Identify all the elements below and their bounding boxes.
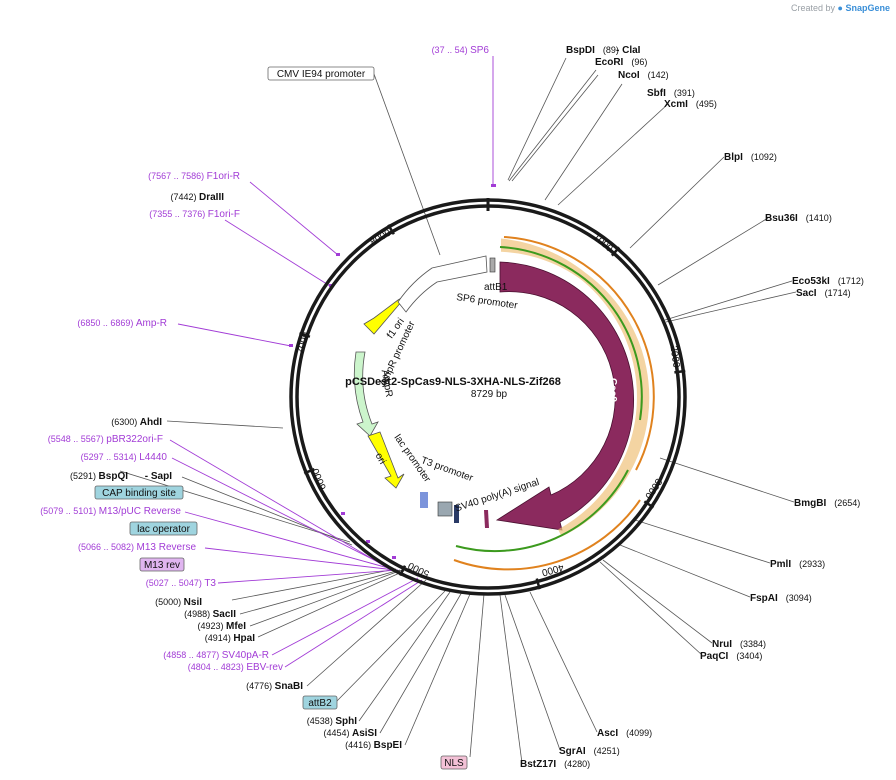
site-label-nsii[interactable]: (5000) NsiI [155, 597, 202, 608]
site-label-bsu36i[interactable]: Bsu36I(1410) [765, 213, 832, 224]
ampr-feature [353, 351, 379, 437]
site-label-bstz17i[interactable]: BstZ17I(4280) [520, 759, 590, 770]
site-label-asci[interactable]: AscI(4099) [597, 728, 652, 739]
credit-brand: SnapGene [845, 3, 890, 13]
site-label-sapi[interactable]: - SapI [145, 471, 172, 482]
site-label-bspqi[interactable]: (5291) BspQI [70, 471, 128, 482]
cmv-promoter-feature [397, 255, 488, 313]
site-label-eco53ki[interactable]: Eco53kI(1712) [792, 276, 864, 287]
tick-label-8000: 8000 [368, 227, 393, 248]
attb2-feature [437, 501, 453, 517]
feature-box-label-m13rev: M13 rev [144, 560, 180, 571]
site-label-draiii[interactable]: (7442) DraIII [170, 192, 224, 203]
feature-label-attB1: attB1 [484, 282, 508, 293]
orf-green-arc-1 [499, 246, 643, 421]
feature-label-ori: ori [373, 451, 388, 466]
primer-lines [169, 56, 494, 668]
site-label-blpi[interactable]: BlpI(1092) [724, 152, 777, 163]
feature-box-lacoperator[interactable] [129, 521, 198, 536]
site-label-clai[interactable]: - ClaI [616, 45, 641, 56]
feature-box-nls[interactable] [440, 755, 468, 770]
tick-7000 [299, 332, 311, 338]
site-label-asisi[interactable]: (4454) AsiSI [323, 728, 377, 739]
feature-box-label-attb2: attB2 [308, 698, 332, 709]
feature-box-m13rev[interactable] [139, 557, 185, 572]
site-label-bspdi[interactable]: BspDI(89) [566, 45, 619, 56]
feature-box-attb2[interactable] [302, 695, 338, 710]
tick-1000 [610, 246, 621, 257]
ori-feature [367, 431, 405, 489]
feature-box-label-nls: NLS [444, 758, 464, 769]
primer-label-t3[interactable]: (5027 .. 5047) T3 [146, 578, 217, 589]
tick-label-2000: 2000 [668, 345, 682, 369]
primer-label-f1orir[interactable]: (7567 .. 7586) F1ori-R [148, 171, 240, 182]
primer-label-m13reverse[interactable]: (5066 .. 5082) M13 Reverse [78, 542, 196, 553]
primer-label-sv40par[interactable]: (4858 .. 4877) SV40pA-R [163, 650, 269, 661]
orf-orange-arc-1 [503, 236, 655, 471]
lac-cluster-feature [420, 492, 428, 508]
tick-4000 [535, 578, 541, 590]
site-label-bmgbi[interactable]: BmgBI(2654) [794, 498, 860, 509]
site-label-pmli[interactable]: PmlI(2933) [770, 559, 825, 570]
primer-label-ampr[interactable]: (6850 .. 6869) Amp-R [77, 318, 167, 329]
site-label-mfei[interactable]: (4923) MfeI [197, 621, 246, 632]
site-label-fspai[interactable]: FspAI(3094) [750, 593, 812, 604]
primer-label-m13pucreverse[interactable]: (5079 .. 5101) M13/pUC Reverse [40, 506, 181, 517]
orf-orange-arc-2 [453, 499, 641, 571]
feature-label-sp6-promoter: SP6 promoter [456, 292, 519, 312]
cas9-feature [495, 261, 635, 531]
site-label-bspei[interactable]: (4416) BspEI [345, 740, 402, 751]
site-label-sphi[interactable]: (4538) SphI [307, 716, 357, 727]
site-label-snabi[interactable]: (4776) SnaBI [246, 681, 303, 692]
primer-label-sp6[interactable]: (37 .. 54) SP6 [432, 45, 490, 56]
snapgene-credit: Created by ● SnapGene [791, 3, 890, 13]
nls-feature [484, 510, 489, 528]
site-label-saci[interactable]: SacI(1714) [796, 288, 851, 299]
site-label-sbfi[interactable]: SbfI(391) [647, 88, 695, 99]
feature-box-label-capbindingsite: CAP binding site [102, 488, 176, 499]
site-label-ecori[interactable]: EcoRI(96) [595, 57, 647, 68]
feature-box-label-lacoperator: lac operator [137, 524, 190, 535]
tick-6000 [303, 467, 315, 475]
tick-3000 [643, 500, 655, 509]
orf-green-arc-2 [455, 469, 629, 553]
site-label-nrui[interactable]: NruI(3384) [712, 639, 766, 650]
site-label-sgrai[interactable]: SgrAI(4251) [559, 746, 620, 757]
site-label-paqci[interactable]: PaqCI(3404) [700, 651, 762, 662]
site-label-ahdi[interactable]: (6300) AhdI [111, 417, 162, 428]
plasmid-name: pCSDest2-SpCas9-NLS-3XHA-NLS-Zif268 [345, 376, 561, 388]
feature-box-cmvie94promoter[interactable] [267, 66, 375, 81]
tick-label-3000: 3000 [642, 476, 664, 501]
tick-5000 [398, 565, 407, 577]
plasmid-length: 8729 bp [471, 389, 508, 400]
credit-prefix: Created by [790, 3, 836, 13]
primer-label-l4440[interactable]: (5297 .. 5314) L4440 [81, 452, 168, 463]
leader-lines [119, 57, 797, 764]
tick-2000 [674, 369, 686, 374]
labels-layer: pCSDest2-SpCas9-NLS-3XHA-NLS-Zif2688729 … [40, 45, 864, 770]
primer-label-f1orif[interactable]: (7355 .. 7376) F1ori-F [149, 209, 240, 220]
feature-label-cas9: Cas9 [607, 378, 618, 402]
attb1-feature [489, 257, 496, 273]
site-label-xcmi[interactable]: XcmI(495) [664, 99, 717, 110]
feature-label-ampr: AmpR [379, 369, 395, 398]
primer-label-pbr322orif[interactable]: (5548 .. 5567) pBR322ori-F [48, 434, 163, 445]
feature-box-label-cmvie94promoter: CMV IE94 promoter [277, 69, 366, 80]
site-label-hpai[interactable]: (4914) HpaI [205, 633, 255, 644]
feature-box-capbindingsite[interactable] [94, 485, 184, 500]
snapgene-logo-icon: ● [837, 3, 843, 13]
primer-label-ebvrev[interactable]: (4804 .. 4823) EBV-rev [188, 662, 283, 673]
sv40-feature [454, 505, 459, 523]
tick-label-7000: 7000 [295, 330, 313, 355]
tick-8000 [387, 224, 395, 235]
site-label-sacii[interactable]: (4988) SacII [184, 609, 236, 620]
site-label-ncoi[interactable]: NcoI(142) [618, 70, 669, 81]
